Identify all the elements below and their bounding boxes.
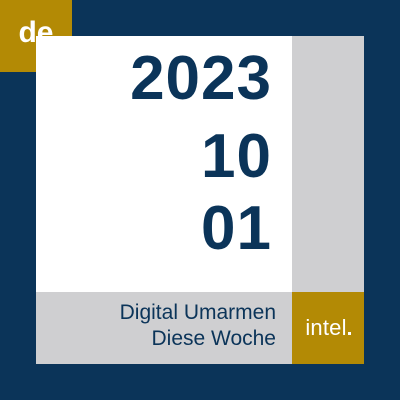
date-day: 01 — [201, 194, 272, 263]
intel-logo: intel — [305, 315, 351, 341]
date-month: 10 — [201, 122, 272, 191]
date-panel — [36, 36, 292, 292]
subtitle-line-2: Diese Woche — [151, 327, 276, 350]
intel-logo-box: intel — [292, 292, 364, 364]
right-gray-band — [292, 36, 364, 292]
bottom-gray-band — [36, 292, 292, 364]
date-block: 2023 10 01 — [36, 36, 272, 292]
podcast-subtitle: Digital Umarmen Diese Woche — [36, 300, 276, 352]
intel-logo-dot — [347, 332, 351, 335]
date-year: 2023 — [130, 44, 272, 113]
subtitle-line-1: Digital Umarmen — [119, 301, 276, 324]
intel-logo-text: intel — [305, 315, 347, 340]
